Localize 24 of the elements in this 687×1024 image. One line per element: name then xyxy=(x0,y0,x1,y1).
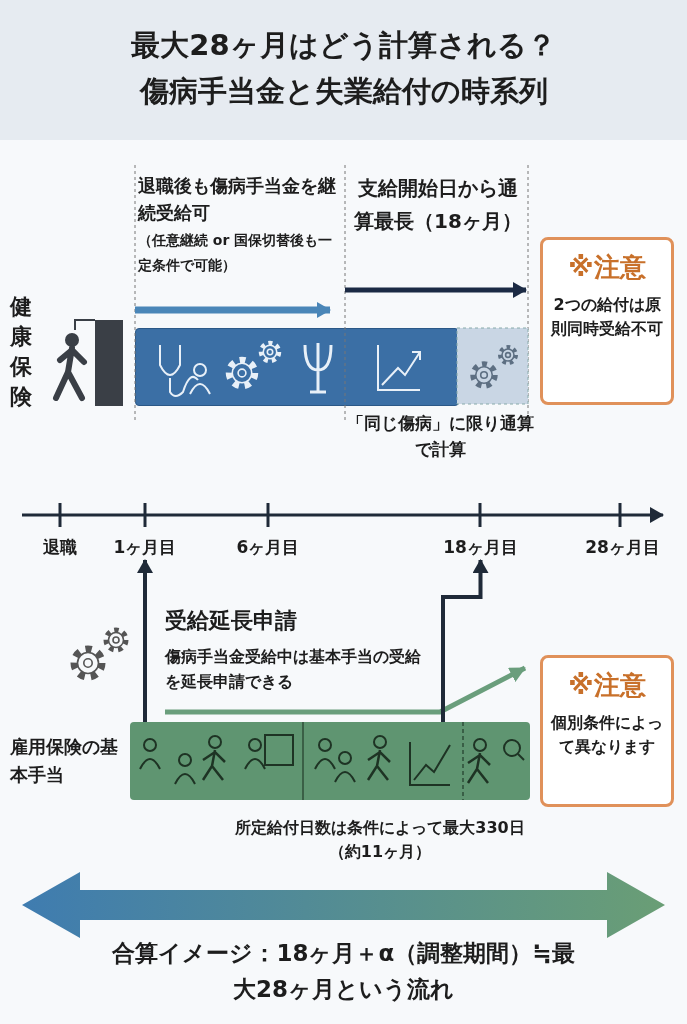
title: 最大28ヶ月はどう計算される？傷病手当金と失業給付の時系列 xyxy=(130,27,557,110)
tick-label: 1ヶ月目 xyxy=(104,536,186,559)
note-text: 「同じ傷病」に限り通算で計算 xyxy=(345,412,535,461)
caption: 合算イメージ：18ヶ月＋α（調整期間）≒最大28ヶ月という流れ xyxy=(111,939,576,1004)
note-text: （任意継続 or 国保切替後も一定条件で可能） xyxy=(138,231,334,275)
caution-text: 2つの給付は原則同時受給不可 xyxy=(550,294,664,340)
arrow xyxy=(137,559,153,722)
intro-text: 退職後も傷病手当金を継続受給可 xyxy=(138,174,337,225)
arrow xyxy=(441,559,489,722)
row-label: 雇用保険の基本手当 xyxy=(10,735,119,787)
tick-label: 28ヶ月目 xyxy=(584,536,661,559)
caution-heading: ※注意 xyxy=(567,669,647,702)
row-label: 健康保険 xyxy=(10,293,33,411)
tick-label: 退職 xyxy=(42,536,78,559)
tick-label: 18ヶ月目 xyxy=(433,536,528,559)
period-text: 支給開始日から通算最長（18ヶ月） xyxy=(353,175,523,235)
body-text: 傷病手当金受給中は基本手当の受給を延長申請できる xyxy=(165,646,422,693)
benefit-bar xyxy=(135,328,459,406)
caution-text: 個別条件によって異なります xyxy=(549,712,664,758)
heading: 受給延長申請 xyxy=(165,607,298,635)
note-text: 所定給付日数は条件によって最大330日（約11ヶ月） xyxy=(234,817,526,863)
caution-heading: ※注意 xyxy=(567,251,647,284)
tick-label: 6ヶ月目 xyxy=(235,536,301,559)
benefit-bar xyxy=(130,722,530,800)
